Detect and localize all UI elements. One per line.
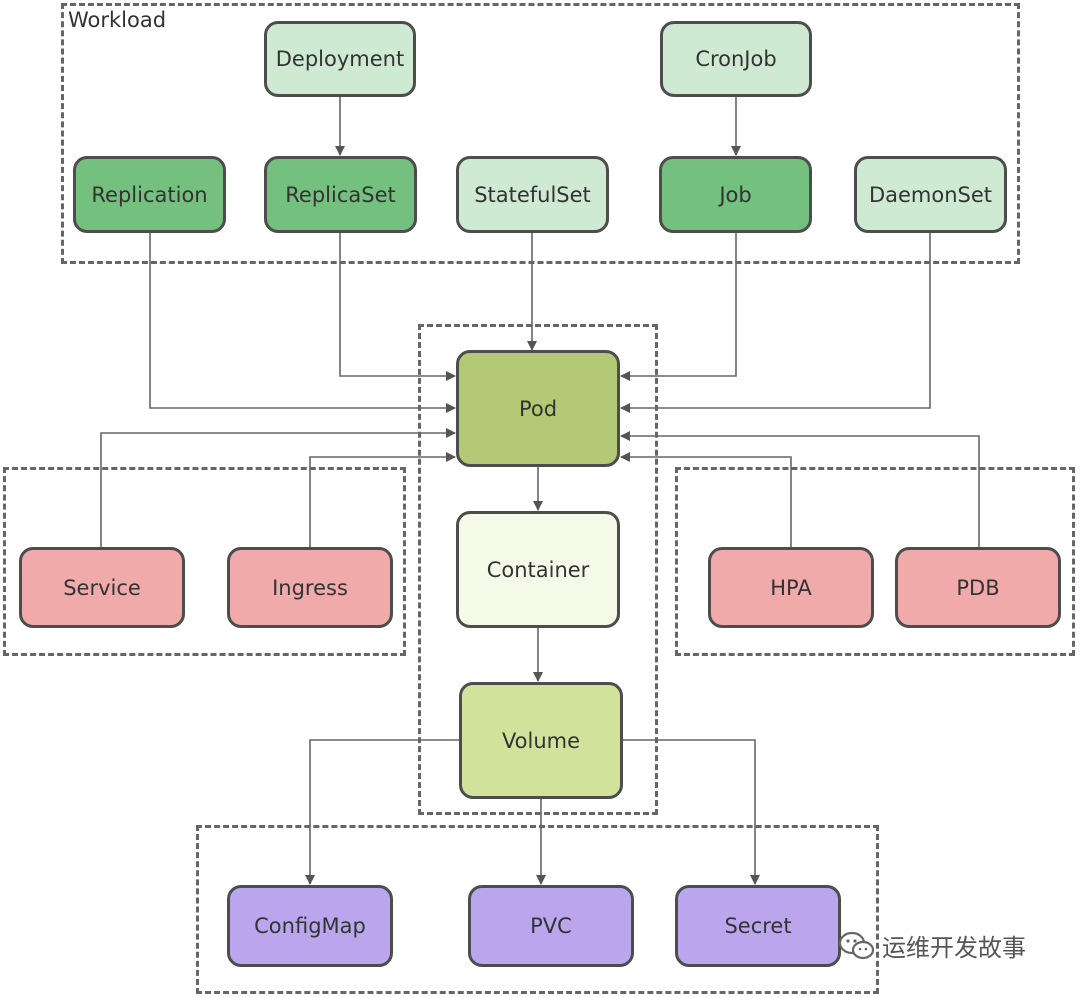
- edge-pdb-to-pod: [620, 431, 980, 547]
- replicaset-node: ReplicaSet: [264, 156, 417, 233]
- edge-daemonset-to-pod: [620, 233, 931, 413]
- pvc-label: PVC: [530, 914, 572, 938]
- container-label: Container: [486, 557, 590, 582]
- edge-volume-to-configmap: [305, 739, 459, 885]
- edge-job-to-pod: [620, 233, 737, 381]
- deployment-label: Deployment: [275, 47, 405, 71]
- pod-group: [418, 324, 658, 815]
- pdb-label: PDB: [956, 575, 1000, 600]
- job-label: Job: [719, 182, 752, 207]
- pod-node: Pod: [456, 350, 620, 467]
- hpa-label: HPA: [770, 575, 812, 600]
- cronjob-node: CronJob: [660, 21, 812, 97]
- edge-hpa-to-pod: [620, 452, 792, 547]
- edge-replicaset-to-pod: [339, 233, 456, 381]
- workload-group: Workload: [61, 3, 1020, 264]
- workload-group-label: Workload: [68, 8, 167, 32]
- configmap-label: ConfigMap: [254, 914, 366, 938]
- volume-label: Volume: [501, 728, 581, 753]
- service-label: Service: [63, 575, 141, 600]
- secret-label: Secret: [724, 914, 792, 938]
- watermark-text: 运维开发故事: [882, 934, 1026, 962]
- statefulset-node: StatefulSet: [456, 156, 609, 233]
- replicaset-label: ReplicaSet: [285, 182, 396, 207]
- configmap-node: ConfigMap: [227, 885, 393, 967]
- edge-volume-to-secret: [622, 739, 760, 885]
- edge-ingress-to-pod: [309, 452, 456, 547]
- service-node: Service: [19, 547, 185, 628]
- container-node: Container: [456, 511, 620, 628]
- watermark: 运维开发故事: [838, 928, 1026, 963]
- cronjob-label: CronJob: [695, 47, 777, 71]
- replication-label: Replication: [91, 182, 208, 207]
- pvc-node: PVC: [468, 885, 634, 967]
- service-ingress-group: [3, 467, 406, 656]
- pod-label: Pod: [518, 396, 558, 421]
- pdb-node: PDB: [895, 547, 1061, 628]
- edge-service-to-pod: [100, 428, 456, 547]
- hpa-node: HPA: [708, 547, 874, 628]
- volume-source-group: [196, 825, 879, 994]
- ingress-label: Ingress: [272, 575, 348, 600]
- statefulset-label: StatefulSet: [474, 182, 591, 207]
- edge-replication-to-pod: [149, 233, 456, 413]
- job-node: Job: [659, 156, 812, 233]
- hpa-pdb-group: [675, 467, 1075, 656]
- secret-node: Secret: [675, 885, 841, 967]
- deployment-node: Deployment: [264, 21, 416, 97]
- wechat-icon: [838, 931, 875, 959]
- volume-node: Volume: [459, 682, 623, 799]
- daemonset-node: DaemonSet: [854, 156, 1007, 233]
- daemonset-label: DaemonSet: [868, 182, 993, 207]
- ingress-node: Ingress: [227, 547, 393, 628]
- replication-node: Replication: [73, 156, 226, 233]
